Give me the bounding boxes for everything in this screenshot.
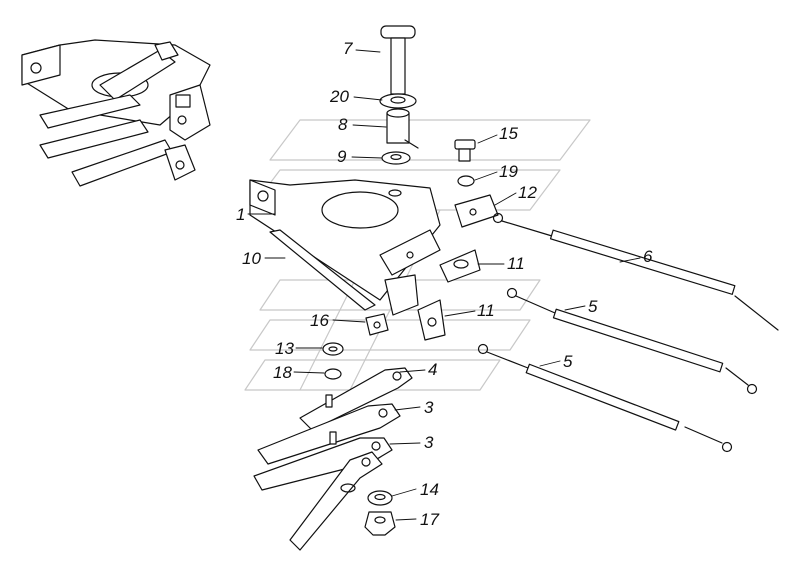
callout-1: 1 [236, 205, 246, 224]
part-5-cable-upper [506, 287, 758, 395]
part-11-clip-upper [439, 249, 481, 283]
part-17-nut [364, 511, 396, 536]
callout-17: 17 [420, 510, 439, 529]
part-15-bolt [454, 139, 476, 162]
part-3-lever-lower [289, 451, 383, 551]
callout-11-upper: 11 [507, 254, 525, 273]
part-19-washer [457, 175, 475, 187]
part-8-bushing [386, 108, 410, 144]
assembled-view-inset [21, 39, 211, 187]
part-12-clip [454, 194, 499, 228]
part-18-washer [324, 368, 342, 380]
callout-18: 18 [273, 363, 292, 382]
callout-4: 4 [428, 360, 438, 379]
callout-8: 8 [338, 115, 348, 134]
callout-15: 15 [499, 124, 518, 143]
part-5-cable-lower [477, 343, 733, 453]
callout-7: 7 [343, 39, 353, 58]
callout-5-upper: 5 [588, 297, 598, 316]
part-13-washer [322, 342, 344, 356]
part-3-lever-upper [257, 394, 401, 465]
callout-16: 16 [310, 311, 329, 330]
callout-13: 13 [275, 339, 294, 358]
leader-lines [247, 49, 641, 521]
part-11-clip-lower [417, 299, 446, 341]
part-7-pin [380, 25, 416, 95]
part-10-strip [269, 229, 376, 311]
part-6-cable [492, 212, 779, 331]
callout-19: 19 [499, 162, 518, 181]
part-3-lever-middle [253, 431, 393, 491]
callout-3-lower: 3 [424, 433, 434, 452]
callout-3-upper: 3 [424, 398, 434, 417]
callout-14: 14 [420, 480, 439, 499]
part-1-bracket [249, 179, 441, 316]
callout-11-lower: 11 [477, 301, 495, 320]
callout-20: 20 [330, 87, 349, 106]
part-16-nut [365, 313, 389, 336]
callout-10: 10 [242, 249, 261, 268]
callout-6: 6 [643, 247, 653, 266]
callout-9: 9 [337, 147, 347, 166]
part-20-washer [379, 93, 417, 109]
part-14-washer [367, 490, 393, 506]
callout-12: 12 [518, 183, 537, 202]
callout-5-lower: 5 [563, 352, 573, 371]
